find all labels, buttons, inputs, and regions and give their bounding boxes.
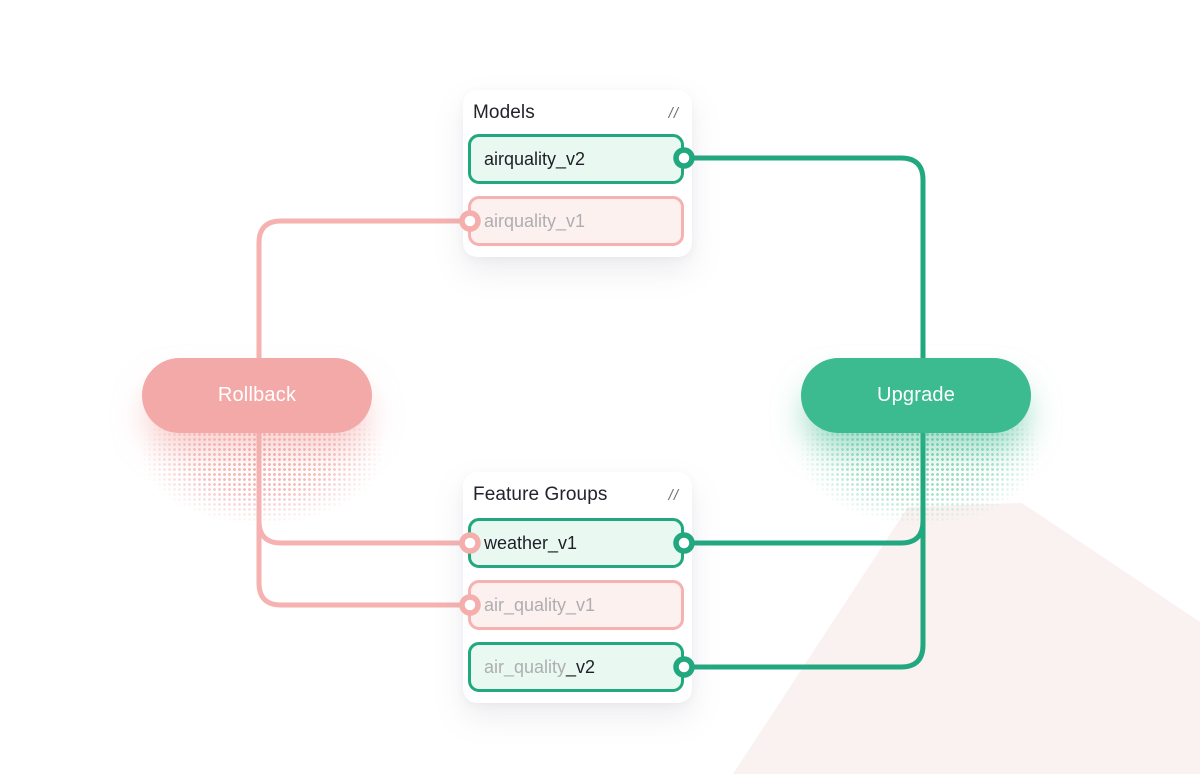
node-label-muted: air_quality (484, 656, 567, 677)
node-label: airquality_v2 (484, 148, 586, 169)
models-card-header: Models // (473, 99, 679, 127)
drag-handle-icon: // (668, 104, 679, 122)
models-card-title: Models (473, 102, 535, 123)
rollback-button[interactable]: Rollback (142, 358, 372, 433)
node-label-muted: airquality_v1 (484, 210, 586, 231)
feature-groups-card-title: Feature Groups (473, 484, 608, 505)
node-air-quality-v2[interactable]: air_quality_v2 (468, 642, 684, 692)
node-label: _v2 (566, 656, 596, 677)
models-card: Models // airquality_v2 airquality_v1 (463, 90, 692, 257)
node-label: weather_v1 (484, 532, 578, 553)
feature-groups-card-header: Feature Groups // (473, 481, 679, 509)
node-weather-v1[interactable]: weather_v1 (468, 518, 684, 568)
node-label-muted: air_quality_v1 (484, 594, 596, 615)
node-airquality-v2[interactable]: airquality_v2 (468, 134, 684, 184)
node-airquality-v1[interactable]: airquality_v1 (468, 196, 684, 246)
upgrade-button[interactable]: Upgrade (801, 358, 1031, 433)
feature-groups-card: Feature Groups // weather_v1 air_quality… (463, 472, 692, 703)
node-air-quality-v1[interactable]: air_quality_v1 (468, 580, 684, 630)
drag-handle-icon: // (668, 486, 679, 504)
